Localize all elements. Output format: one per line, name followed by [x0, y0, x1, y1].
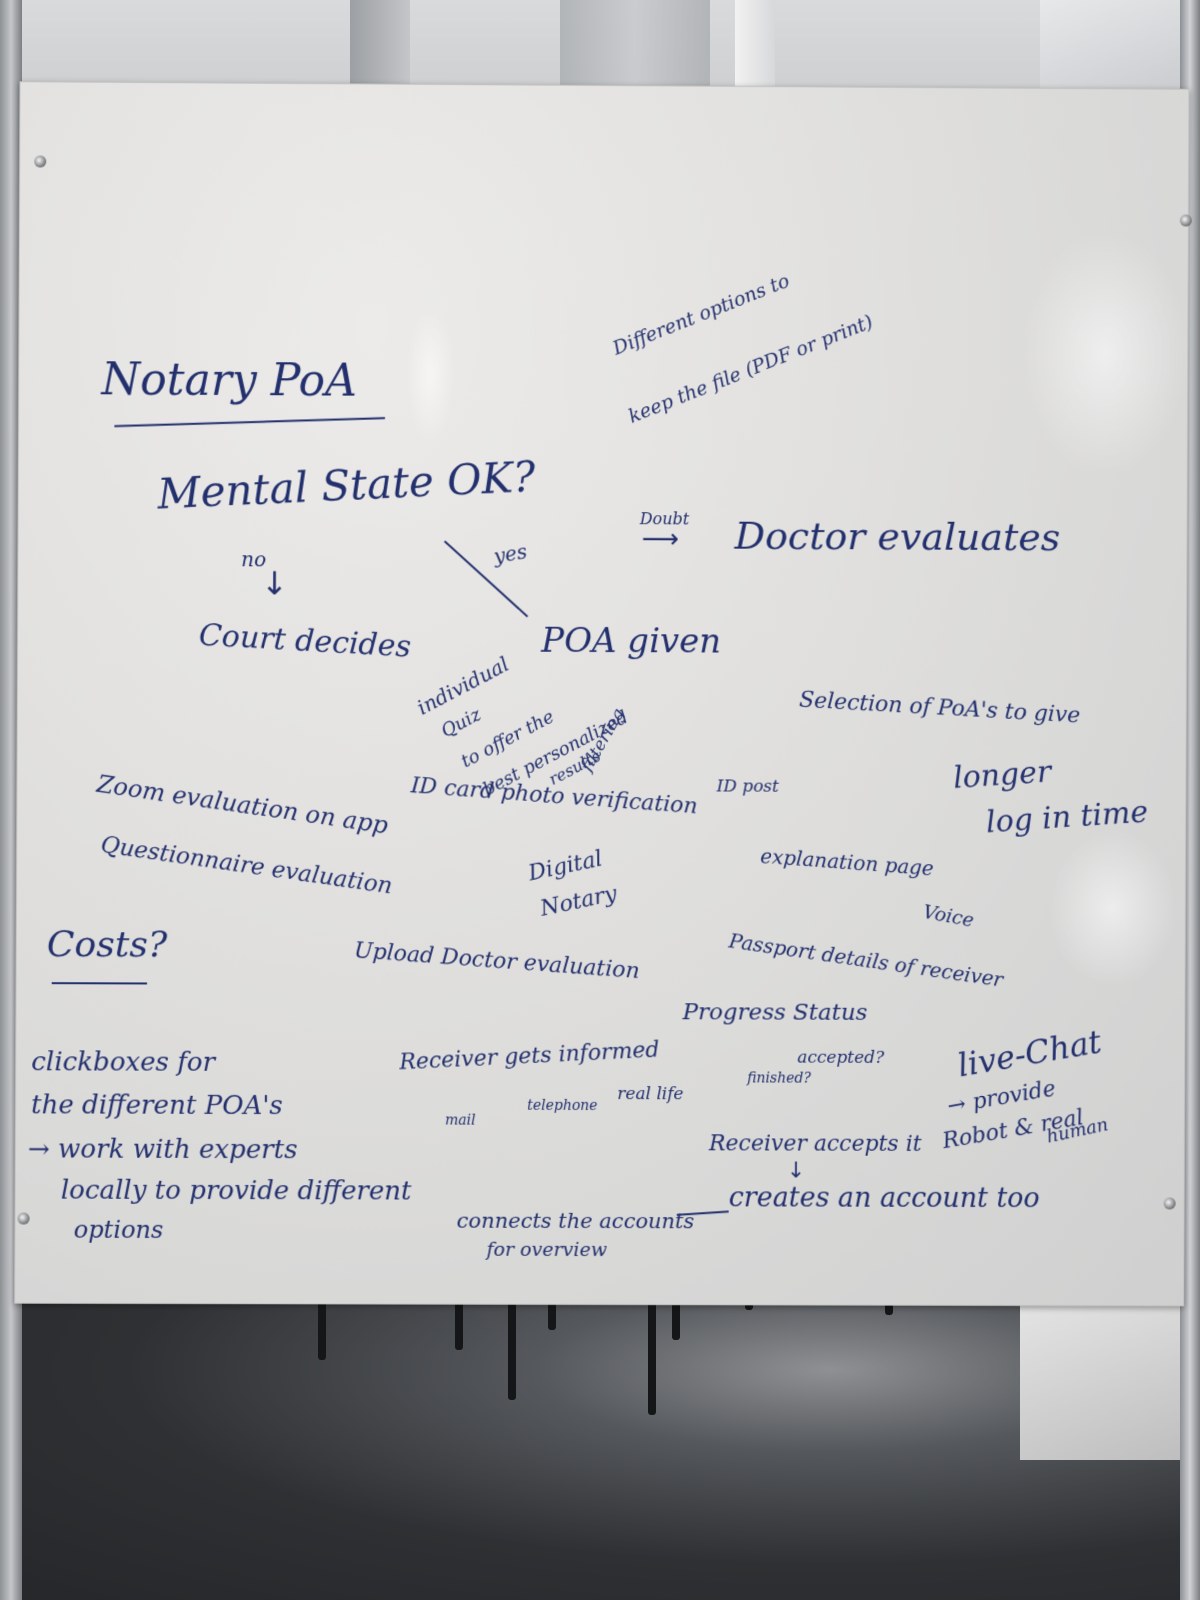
board-screw: [1164, 1197, 1176, 1209]
note-finished: finished?: [747, 1071, 811, 1085]
note-file-options: Different options to: [611, 272, 793, 359]
note-quiz: individual: [414, 654, 512, 718]
note-passport-details: Passport details of receiver: [728, 930, 1005, 989]
note-court-decides: Court decides: [198, 621, 412, 663]
note-locally: locally to provide different: [61, 1178, 412, 1205]
note-longer-login: longer: [952, 757, 1052, 793]
board-title: Notary PoA: [101, 358, 357, 403]
board-screw: [1180, 214, 1192, 226]
note-yes: yes: [492, 541, 528, 566]
note-receiver-informed: Receiver gets informed: [399, 1039, 660, 1074]
note-zoom-evaluation: Zoom evaluation on app: [95, 772, 389, 838]
note-questionnaire-evaluation: Questionnaire evaluation: [99, 834, 394, 899]
note-selection-poas: Selection of PoA's to give: [798, 689, 1080, 727]
chair-leg: [508, 1290, 516, 1400]
note-live-chat: live-Chat: [955, 1025, 1103, 1081]
note-digital-notary: Notary: [539, 883, 619, 920]
note-work-experts: → work with experts: [28, 1136, 298, 1163]
note-poa-given: POA given: [541, 624, 721, 659]
note-work-experts-text: work with experts: [58, 1134, 298, 1165]
board-screw: [34, 155, 46, 167]
title-underline: [114, 417, 385, 427]
note-clickboxes: the different POA's: [31, 1092, 283, 1119]
note-digital-notary: Digital: [527, 848, 605, 885]
note-progress-status: Progress Status: [683, 1001, 868, 1025]
arrow-right-icon: →: [28, 1134, 58, 1164]
note-explanation-page: explanation page: [760, 846, 935, 879]
note-mail: mail: [445, 1114, 476, 1128]
note-id-post: ID post: [717, 778, 779, 795]
note-costs: Costs?: [47, 927, 168, 963]
note-mental-state: Mental State OK?: [156, 456, 536, 516]
note-clickboxes: clickboxes for: [31, 1049, 215, 1076]
note-real-life: real life: [617, 1086, 683, 1103]
note-upload-doctor: Upload Doctor evaluation: [353, 940, 640, 983]
arrow-down-icon: ↓: [261, 564, 288, 602]
note-creates-account: creates an account too: [729, 1184, 1040, 1212]
arrow-down-icon: ↓: [787, 1159, 806, 1184]
note-receiver-accepts: Receiver accepts it: [709, 1133, 922, 1156]
wall: [1020, 1280, 1200, 1460]
light-reflection: [1019, 229, 1189, 480]
note-voice: Voice: [921, 903, 975, 931]
note-quiz: Quiz: [439, 706, 484, 741]
arrow-right-icon: ⟶: [642, 524, 679, 554]
note-connects-accounts: connects the accounts: [457, 1211, 695, 1233]
light-reflection: [1047, 828, 1177, 988]
chair-leg: [648, 1290, 656, 1415]
light-reflection: [405, 305, 456, 445]
board-screw: [18, 1213, 30, 1225]
whiteboard: Notary PoA Different options to keep the…: [14, 81, 1189, 1306]
note-options: options: [74, 1218, 164, 1242]
note-telephone: telephone: [527, 1099, 597, 1113]
note-doctor-evaluates: Doctor evaluates: [735, 517, 1061, 557]
costs-underline: [52, 982, 147, 984]
note-accepted: accepted?: [797, 1050, 884, 1067]
note-connects-accounts: for overview: [486, 1241, 607, 1260]
note-provide-text: provide: [970, 1076, 1057, 1115]
